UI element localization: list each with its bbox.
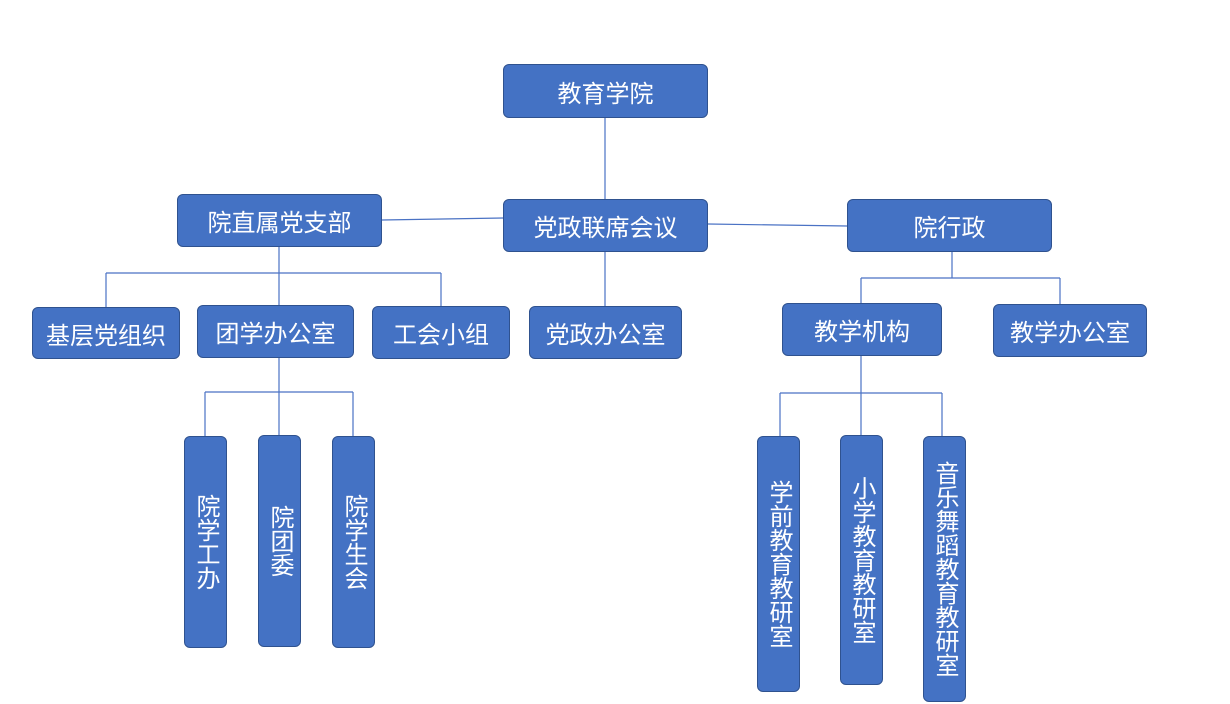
node-youth-office: 团学办公室: [197, 305, 354, 358]
node-teaching-bodies: 教学机构: [782, 303, 942, 356]
node-primary-unit: 小学教育教研室: [840, 435, 883, 685]
connector-council-admin: [707, 223, 848, 227]
node-teaching-office: 教学办公室: [993, 304, 1147, 357]
connector-council-branch: [381, 217, 504, 221]
node-preschool-unit: 学前教育教研室: [757, 436, 800, 692]
node-student-union: 院学生会: [332, 436, 375, 648]
node-party-branch: 院直属党支部: [177, 194, 382, 247]
node-council: 党政联席会议: [503, 199, 708, 252]
node-grassroots-party: 基层党组织: [32, 307, 180, 359]
node-union-group: 工会小组: [372, 306, 510, 359]
node-music-dance-unit: 音乐舞蹈教育教研室: [923, 436, 966, 702]
node-student-affairs: 院学工办: [184, 436, 227, 648]
node-youth-league: 院团委: [258, 435, 301, 647]
node-council-office: 党政办公室: [529, 306, 682, 359]
node-root: 教育学院: [503, 64, 708, 118]
node-administration: 院行政: [847, 199, 1052, 252]
